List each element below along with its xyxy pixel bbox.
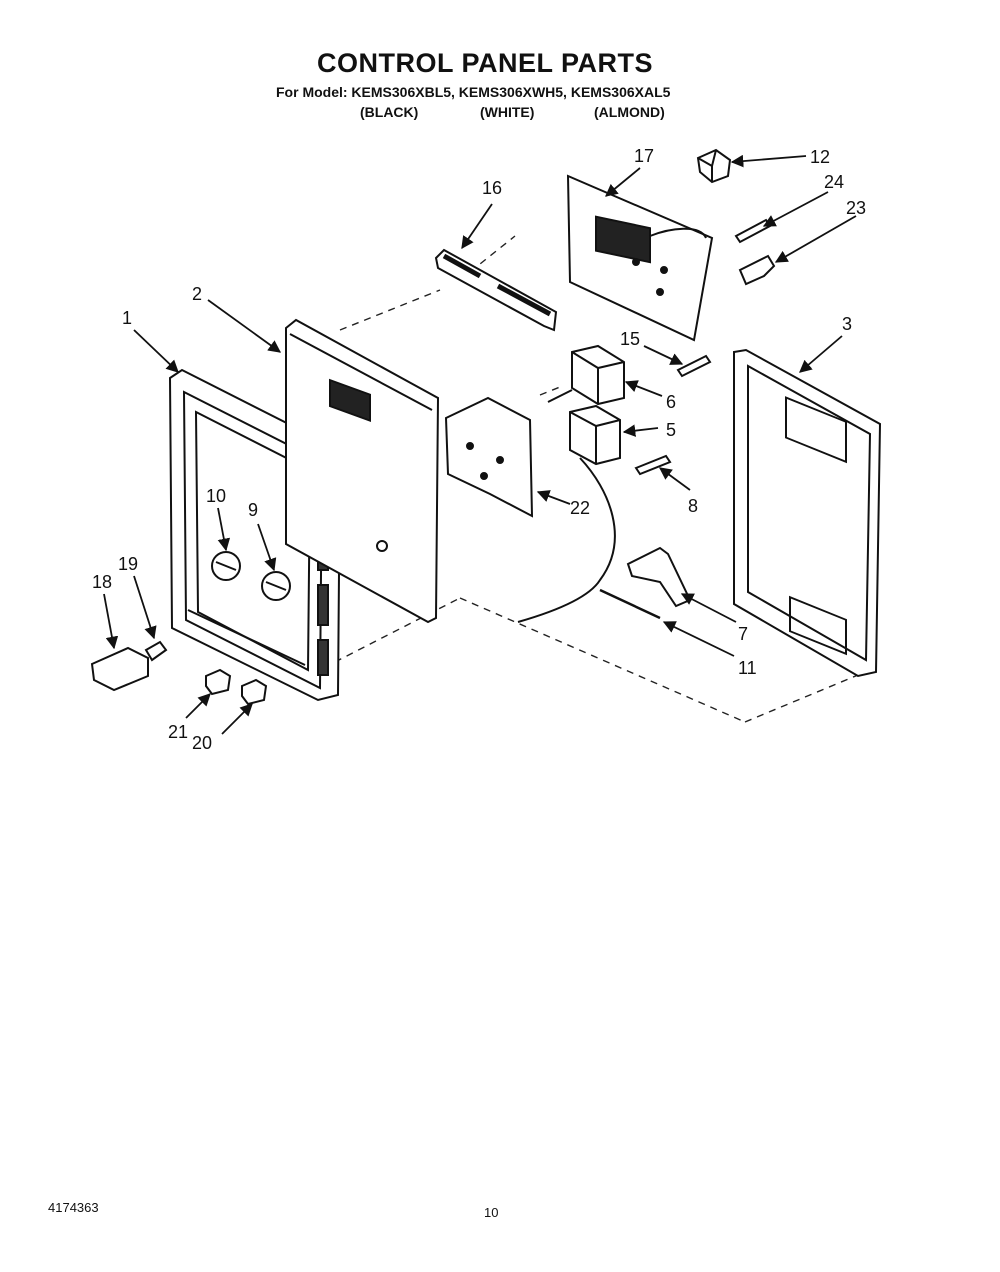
callout-3: 3 (842, 314, 852, 334)
part-18-button-bar (90, 646, 149, 692)
part-16-bracket (434, 248, 558, 332)
color-almond: (ALMOND) (594, 104, 665, 120)
model-list: For Model: KEMS306XBL5, KEMS306XWH5, KEM… (276, 84, 671, 100)
part-15-screw (676, 354, 712, 378)
document-number: 4174363 (48, 1200, 99, 1215)
callout-7: 7 (738, 624, 748, 644)
callout-1: 1 (122, 308, 132, 328)
callout-5: 5 (666, 420, 676, 440)
callout-18: 18 (92, 572, 112, 592)
page-number: 10 (484, 1205, 499, 1220)
part-11-rod (599, 588, 661, 620)
callout-15: 15 (620, 329, 640, 349)
part-23-fuse-holder (738, 254, 776, 286)
part-3-rear-frame (733, 348, 882, 678)
part-12-relay (696, 148, 732, 184)
callout-19: 19 (118, 554, 138, 574)
part-10-knob (211, 551, 241, 581)
callout-21: 21 (168, 722, 188, 742)
part-20-switch-clip (241, 678, 268, 706)
part-22-board (444, 396, 534, 518)
callout-22: 22 (570, 498, 590, 518)
callout-6: 6 (666, 392, 676, 412)
part-7-bracket (626, 546, 692, 608)
part-2-panel-plate (285, 318, 440, 624)
callout-20: 20 (192, 733, 212, 753)
callout-10: 10 (206, 486, 226, 506)
color-white: (WHITE) (480, 104, 535, 120)
callout-9: 9 (248, 500, 258, 520)
leader-lines (103, 154, 857, 735)
assembly-lines (229, 235, 859, 723)
callout-labels: 1 2 3 5 6 7 8 9 10 11 12 15 16 17 18 19 … (92, 146, 866, 753)
callout-17: 17 (634, 146, 654, 166)
page-title: CONTROL PANEL PARTS (316, 48, 654, 78)
callout-2: 2 (192, 284, 202, 304)
callout-16: 16 (482, 178, 502, 198)
part-24-fuse (734, 218, 772, 244)
callout-8: 8 (688, 496, 698, 516)
callout-24: 24 (824, 172, 844, 192)
callout-23: 23 (846, 198, 866, 218)
part-5-switch (517, 404, 621, 623)
callout-11: 11 (738, 658, 757, 678)
part-21-switch-clip (205, 668, 232, 696)
part-6-switch (547, 344, 625, 406)
part-9-knob (261, 571, 291, 601)
color-black: (BLACK) (360, 104, 419, 120)
part-19-spring (144, 640, 168, 662)
callout-12: 12 (810, 147, 830, 167)
part-8-screw (634, 454, 672, 476)
part-17-circuit-board (566, 174, 714, 342)
